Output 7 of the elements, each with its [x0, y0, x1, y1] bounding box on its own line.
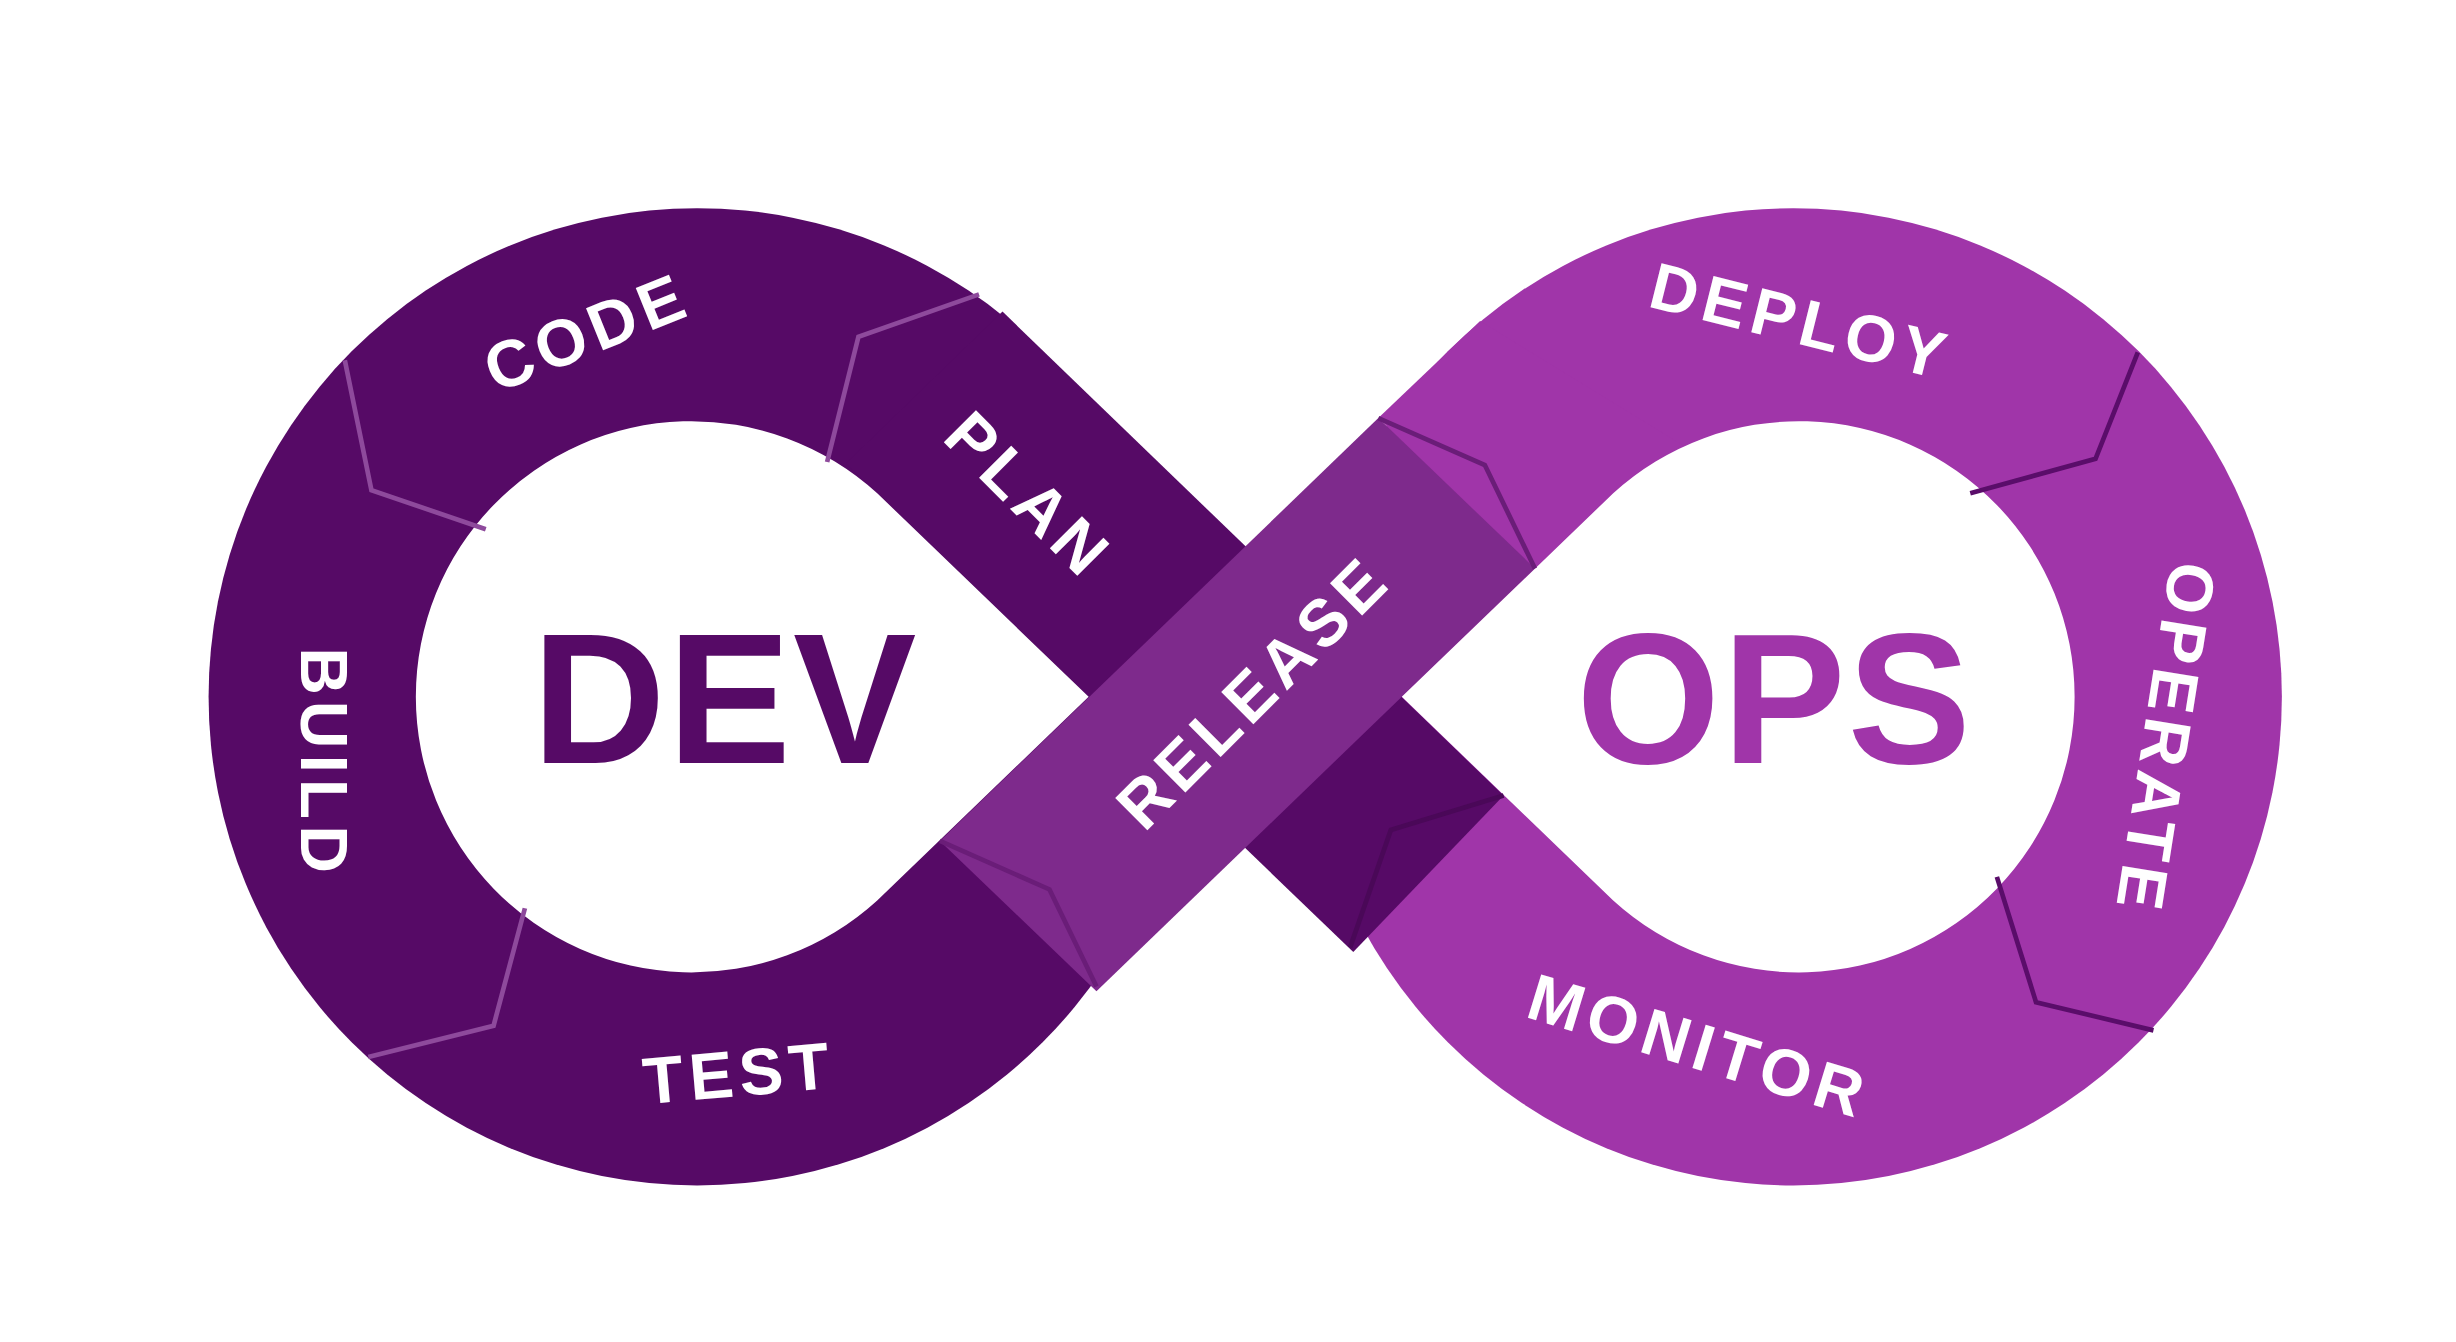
segment-label: BUILD [291, 646, 358, 879]
segment-label: OPERATE [2105, 558, 2227, 921]
segment-label: DEPLOY [1644, 251, 1959, 391]
segment-label: TEST [640, 1031, 839, 1115]
center-label: DEV [532, 606, 919, 792]
center-label: OPS [1576, 606, 1973, 792]
segment-label: CODE [475, 261, 700, 403]
